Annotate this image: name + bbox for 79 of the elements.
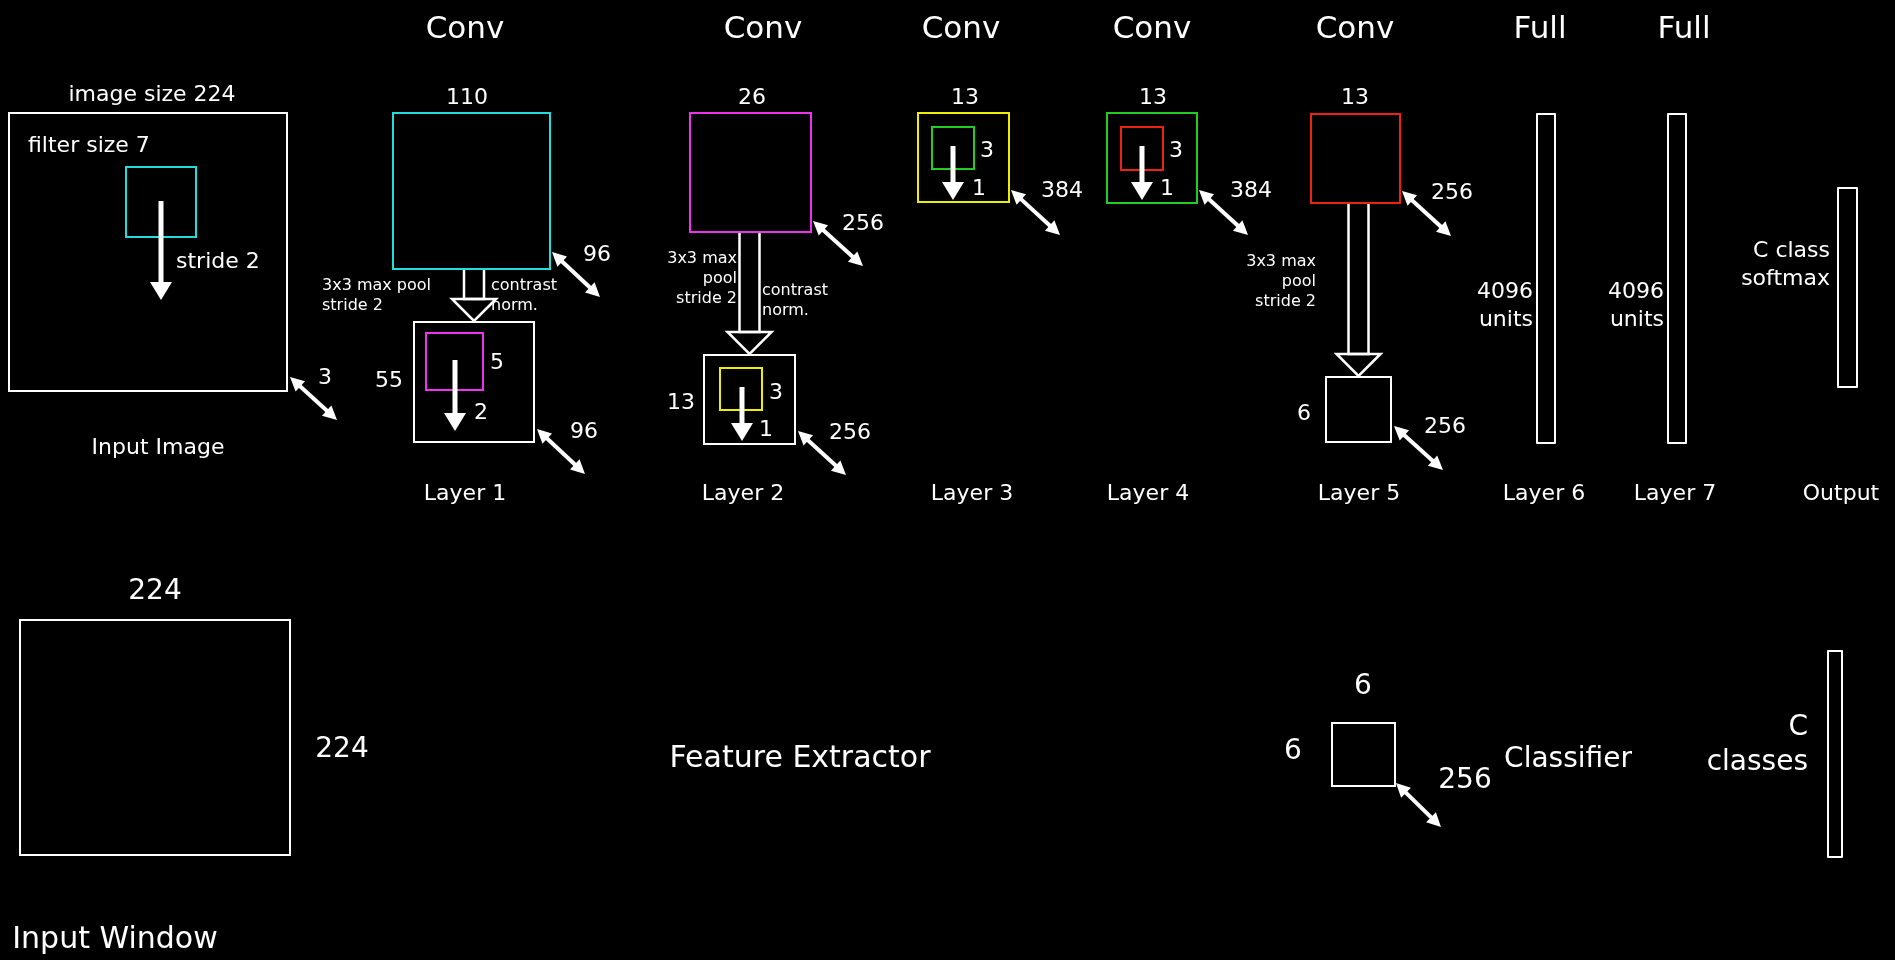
dimension-label: 6 xyxy=(1354,666,1372,702)
dimension-label: Layer 1 xyxy=(423,479,507,507)
dimension-label: Layer 6 xyxy=(1502,479,1586,507)
annotation-text: contrast norm. xyxy=(491,275,558,315)
annotation-text: C classes xyxy=(1705,707,1808,778)
dimension-label: 256 xyxy=(842,209,884,237)
block-arrow xyxy=(726,231,773,356)
layer-box xyxy=(8,112,288,392)
layer-bar xyxy=(1827,650,1843,858)
dimension-label: Input Image xyxy=(91,433,225,461)
layer-type-heading: Conv xyxy=(921,7,1001,47)
dimension-label: Layer 2 xyxy=(701,479,785,507)
dimension-label: 256 xyxy=(1438,760,1492,796)
dimension-label: 55 xyxy=(375,366,403,394)
dimension-label: 1 xyxy=(1160,174,1174,202)
annotation-text: C class softmax xyxy=(1740,236,1830,292)
layer-box xyxy=(1310,113,1401,204)
layer-box xyxy=(392,112,551,270)
dimension-label: Layer 3 xyxy=(930,479,1014,507)
dimension-label: 3 xyxy=(318,363,332,391)
layer-box xyxy=(689,112,812,233)
dimension-label: 110 xyxy=(446,83,488,111)
dimension-label: 13 xyxy=(667,388,695,416)
layer-bar xyxy=(1667,113,1687,444)
dimension-label: 26 xyxy=(738,83,766,111)
annotation-text: contrast norm. xyxy=(762,280,829,320)
layer-type-heading: Conv xyxy=(1112,7,1192,47)
layer-box xyxy=(1106,112,1198,204)
dimension-label: filter size 7 xyxy=(28,131,150,159)
dimension-label: 96 xyxy=(583,240,611,268)
dimension-label: 5 xyxy=(490,348,504,376)
dimension-label: Layer 4 xyxy=(1106,479,1190,507)
dimension-label: 224 xyxy=(315,729,369,765)
dimension-label: Layer 5 xyxy=(1317,479,1401,507)
dimension-label: 3 xyxy=(1169,136,1183,164)
layer-box xyxy=(917,112,1010,203)
dimension-label: 1 xyxy=(759,415,773,443)
dimension-label: 256 xyxy=(1431,178,1473,206)
dimension-label: Classifier xyxy=(1504,739,1632,775)
dimension-label: stride 2 xyxy=(176,247,260,275)
dimension-label: 384 xyxy=(1230,176,1272,204)
dimension-label: 384 xyxy=(1041,176,1083,204)
layer-box xyxy=(1325,376,1392,443)
dimension-label: 13 xyxy=(1139,83,1167,111)
layer-type-heading: Full xyxy=(1657,7,1711,47)
block-arrow xyxy=(1335,202,1382,378)
annotation-text: 4096 units xyxy=(1476,277,1533,333)
layer-type-heading: Conv xyxy=(723,7,803,47)
layer-box xyxy=(19,619,291,856)
annotation-text: 3x3 max pool stride 2 xyxy=(322,275,433,315)
layer-box xyxy=(413,321,535,443)
block-arrow xyxy=(450,268,498,323)
annotation-text: 4096 units xyxy=(1607,277,1664,333)
layer-type-heading: Conv xyxy=(1315,7,1395,47)
dimension-label: 6 xyxy=(1284,731,1302,767)
layer-type-heading: Conv xyxy=(425,7,505,47)
layer-box xyxy=(703,354,796,445)
dimension-label: 13 xyxy=(1341,83,1369,111)
dimension-label: 2 xyxy=(474,398,488,426)
annotation-text: 3x3 max pool stride 2 xyxy=(666,248,737,308)
dimension-label: 224 xyxy=(128,571,182,607)
dimension-label: 256 xyxy=(829,418,871,446)
dimension-label: 13 xyxy=(951,83,979,111)
dimension-label: 3 xyxy=(980,136,994,164)
annotation-text: 3x3 max pool stride 2 xyxy=(1245,251,1316,311)
layer-bar xyxy=(1536,113,1556,444)
layer-bar xyxy=(1837,187,1858,388)
dimension-label: image size 224 xyxy=(68,80,236,108)
dimension-label: Input Window xyxy=(12,919,218,957)
layer-type-heading: Full xyxy=(1513,7,1567,47)
dimension-label: 6 xyxy=(1297,399,1311,427)
dimension-label: Feature Extractor xyxy=(669,738,931,776)
dimension-label: Output xyxy=(1802,479,1880,507)
dimension-label: 3 xyxy=(769,378,783,406)
dimension-label: Layer 7 xyxy=(1633,479,1717,507)
dimension-label: 96 xyxy=(570,417,598,445)
dimension-label: 1 xyxy=(972,174,986,202)
dimension-label: 256 xyxy=(1424,412,1466,440)
layer-box xyxy=(1331,722,1396,787)
